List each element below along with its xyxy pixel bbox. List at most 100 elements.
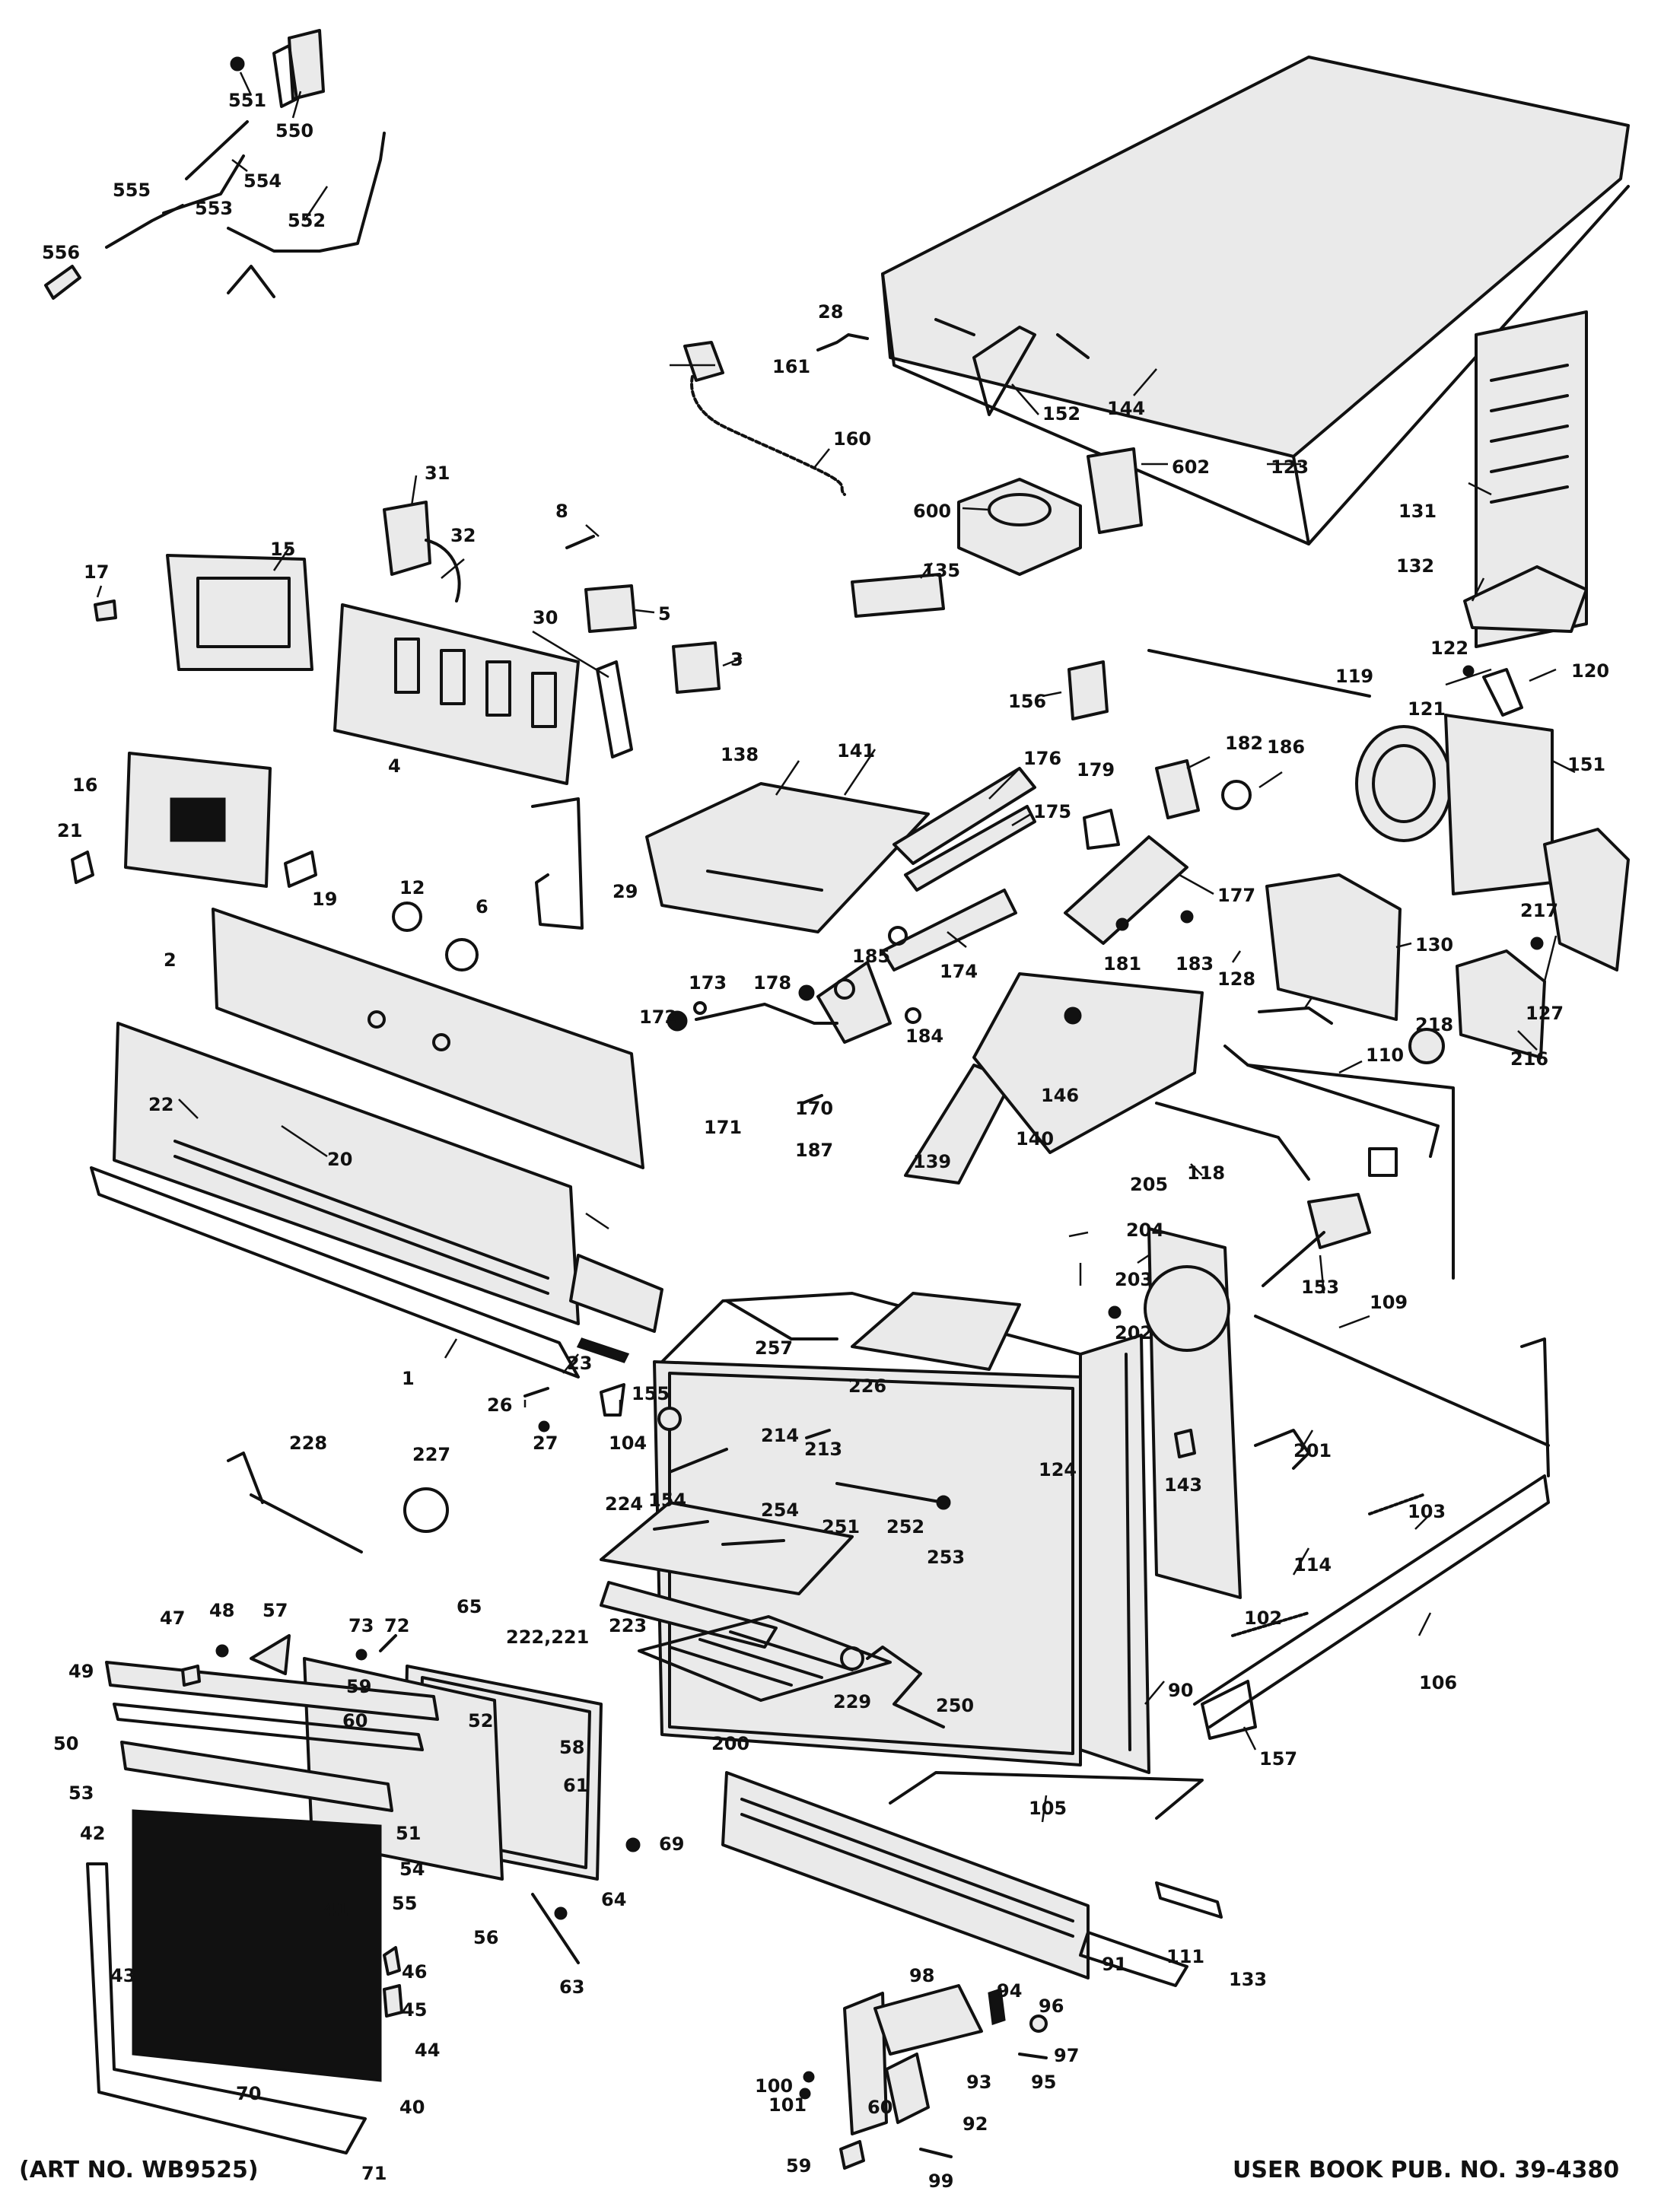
callout-label: 602: [1172, 456, 1210, 478]
part-155: [657, 1407, 682, 1431]
callout-label: 55: [392, 1893, 417, 1914]
box-130: [1265, 873, 1402, 1021]
callout-label: 154: [648, 1490, 686, 1511]
callout-label: 226: [848, 1375, 886, 1397]
callout-label: 91: [1102, 1954, 1127, 1975]
callout-label: 64: [601, 1889, 626, 1910]
bracket-152: [972, 326, 1036, 416]
part-120: [1482, 668, 1523, 717]
terminal-135: [851, 573, 945, 618]
callout-label: 146: [1041, 1085, 1079, 1106]
callout-label: 556: [42, 242, 80, 263]
part-178: [798, 984, 815, 1001]
part-57: [250, 1634, 291, 1675]
clamp-602: [1087, 447, 1143, 534]
callout-label: 51: [396, 1823, 421, 1844]
part-185: [888, 926, 908, 946]
callout-label: 47: [160, 1607, 185, 1629]
callout-label: 179: [1077, 759, 1115, 781]
part-72: [379, 1634, 397, 1652]
callout-label: 177: [1217, 885, 1255, 906]
callout-label: 72: [384, 1615, 409, 1636]
callout-label: 95: [1031, 2072, 1056, 2093]
callout-label: 19: [312, 889, 337, 910]
callout-label: 22: [148, 1094, 173, 1115]
callout-label: 205: [1130, 1174, 1168, 1195]
callout-label: 156: [1008, 691, 1046, 712]
tray-138-141: [645, 782, 930, 933]
rod-109: [1254, 1315, 1550, 1447]
part-217: [1530, 937, 1544, 950]
fan-bracket-202: [1108, 1227, 1242, 1599]
part-182: [1155, 759, 1200, 819]
part-8: [565, 535, 595, 549]
bracket-29: [531, 797, 584, 930]
callout-label: 32: [450, 525, 476, 546]
spring-102: [1231, 1611, 1310, 1637]
callout-label: 183: [1176, 953, 1214, 975]
callout-label: 119: [1335, 666, 1373, 687]
callout-label: 56: [473, 1927, 498, 1948]
callout-label: 29: [612, 881, 638, 902]
callout-label: 138: [721, 744, 759, 765]
callout-label: 551: [228, 90, 266, 111]
plate-132: [1463, 565, 1588, 633]
block-5: [584, 584, 637, 633]
callout-label: 200: [711, 1733, 749, 1754]
callout-label: 50: [53, 1733, 78, 1754]
callout-label: 26: [487, 1394, 512, 1416]
callout-label: 63: [559, 1976, 584, 1998]
part-179: [1083, 809, 1120, 850]
probe-228: [227, 1452, 363, 1553]
callout-label: 140: [1016, 1128, 1054, 1150]
part-26: [523, 1387, 549, 1398]
callout-label: 174: [940, 961, 978, 982]
rail-176: [892, 767, 1036, 865]
clock-16: [124, 752, 272, 888]
callout-label: 214: [761, 1425, 799, 1446]
callout-label: 254: [761, 1499, 799, 1521]
part-21: [71, 851, 94, 884]
callout-label: 70: [236, 2083, 261, 2104]
callout-label: 31: [425, 463, 450, 484]
callout-label: 41: [323, 1899, 348, 1920]
part-47: [181, 1665, 201, 1687]
igniter-assembly: [44, 29, 386, 300]
callout-label: 94: [997, 1980, 1022, 2002]
callout-label: 43: [110, 1965, 135, 1986]
callout-label: 176: [1023, 748, 1061, 769]
callout-label: 554: [243, 170, 282, 192]
top-cover-144: [881, 56, 1630, 648]
callout-label: 105: [1029, 1798, 1067, 1819]
part-201: [1254, 1429, 1310, 1470]
part-122: [1462, 665, 1475, 677]
callout-label: 101: [768, 2094, 807, 2116]
callout-label: 20: [327, 1149, 352, 1170]
callout-label: 201: [1293, 1440, 1332, 1461]
callout-label: 104: [609, 1433, 647, 1454]
oven-rack-222: [638, 1615, 892, 1702]
callout-label: 46: [402, 1961, 427, 1983]
rail-174: [881, 889, 1017, 971]
callout-label: 65: [457, 1596, 482, 1617]
callout-label: 227: [412, 1444, 450, 1465]
callout-label: 184: [905, 1026, 943, 1047]
callout-label: 124: [1039, 1459, 1077, 1480]
callout-label: 52: [468, 1710, 493, 1731]
callout-label: 28: [818, 301, 843, 323]
bracket-127: [1543, 828, 1630, 971]
part-104: [600, 1383, 625, 1417]
part-64: [554, 1906, 568, 1920]
callout-label: 103: [1408, 1501, 1446, 1522]
bracket-30: [596, 660, 633, 758]
callout-label: 23: [567, 1353, 592, 1374]
callout-label: 71: [361, 2163, 387, 2184]
callout-label: 250: [936, 1695, 974, 1716]
timer-121: [1355, 714, 1554, 895]
bracket-15: [166, 554, 313, 671]
callout-label: 17: [84, 561, 109, 583]
callout-label: 223: [609, 1615, 647, 1636]
vent-600: [957, 478, 1082, 576]
callout-label: 48: [209, 1600, 234, 1621]
callout-label: 222,221: [506, 1627, 589, 1648]
